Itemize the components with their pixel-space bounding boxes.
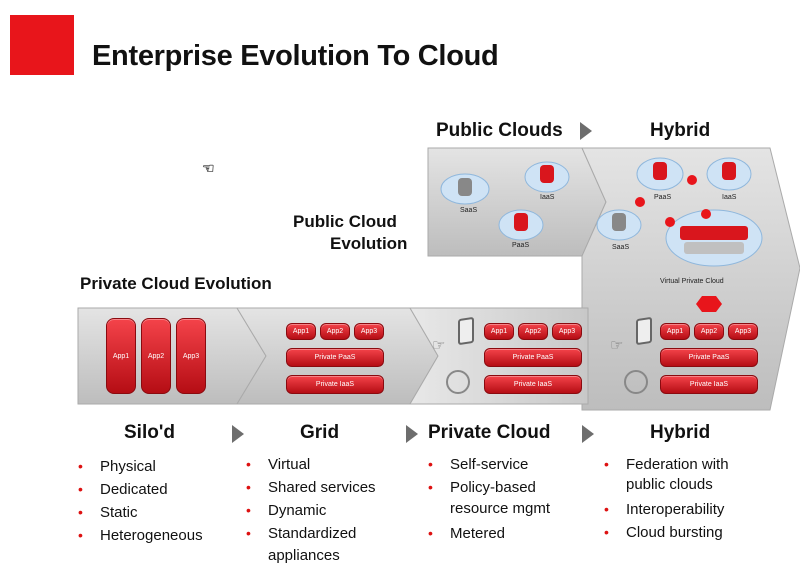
list-item: Standardized [246,522,376,545]
private-cloud-iaas: Private IaaS [484,375,582,394]
stage-hybrid-heading: Hybrid [650,422,711,443]
paas-label: PaaS [512,242,530,249]
arrow-icon [232,425,244,443]
arrow-icon [580,122,592,140]
grid-private-iaas: Private IaaS [286,375,384,394]
hand-pointer-icon: ☞ [432,337,446,354]
grid-bullet-list: Virtual Shared services Dynamic Standard… [246,453,376,545]
private-cloud-bullet-list-2: Metered [428,522,505,545]
list-item: Physical [78,455,203,478]
list-item: Policy-based [428,476,536,499]
virtual-private-cloud-icon [665,209,763,267]
list-item: Metered [428,522,505,545]
hybrid-saas-cloud-icon [596,209,642,241]
private-cloud-paas: Private PaaS [484,348,582,367]
silo-app-2: App2 [141,318,171,394]
connection-dots [635,175,711,227]
grid-bullet-continuation: appliances [268,547,340,564]
grid-app-2: App2 [320,323,350,340]
stage-silod-heading: Silo'd [124,422,175,443]
hybrid-private-iaas: Private IaaS [660,375,758,394]
private-cloud-bullet-list: Self-service Policy-based [428,453,536,499]
grid-app-3: App3 [354,323,384,340]
saas-cloud-icon [440,173,490,205]
hybrid-bullet-list-2: Interoperability Cloud bursting [604,498,724,544]
hybrid-iaas-label: IaaS [722,194,737,201]
list-item: Dynamic [246,499,376,522]
tablet-icon [458,316,474,346]
public-cloud-evolution-line1: Public Cloud [293,212,397,231]
public-clouds-label: Public Clouds [436,120,563,141]
saas-label: SaaS [460,207,478,214]
hybrid-paas-label: PaaS [654,194,672,201]
silod-bullet-list: Physical Dedicated Static Heterogeneous [78,455,203,547]
page-title: Enterprise Evolution To Cloud [92,40,499,72]
brand-logo-square [10,15,74,75]
private-cloud-app-2: App2 [518,323,548,340]
iaas-label: IaaS [540,194,555,201]
hybrid-hand-pointer-icon: ☞ [610,337,624,354]
public-cloud-evolution-line2: Evolution [330,234,408,253]
hybrid-tablet-icon [636,316,652,346]
list-item: Cloud bursting [604,521,724,544]
cursor-icon: ☜ [202,160,215,176]
hybrid-iaas-cloud-icon [706,157,752,191]
hybrid-private-paas: Private PaaS [660,348,758,367]
list-item: Federation with [604,453,729,476]
hybrid-app-2: App2 [694,323,724,340]
hybrid-app-3: App3 [728,323,758,340]
hybrid-clock-icon [624,370,648,394]
hybrid-saas-label: SaaS [612,244,630,251]
paas-cloud-icon [498,209,544,241]
list-item: Dedicated [78,478,203,501]
hexagon-connector-icon [696,296,722,312]
private-cloud-app-1: App1 [484,323,514,340]
list-item: Virtual [246,453,376,476]
list-item: Interoperability [604,498,724,521]
hybrid-bullet-continuation: public clouds [626,476,713,493]
virtual-private-cloud-label: Virtual Private Cloud [660,278,724,285]
silo-app-1: App1 [106,318,136,394]
hybrid-paas-cloud-icon [636,157,684,191]
hybrid-top-label: Hybrid [650,120,711,141]
list-item: Shared services [246,476,376,499]
hybrid-bullet-list: Federation with [604,453,729,476]
private-cloud-evolution-label: Private Cloud Evolution [80,274,272,293]
list-item: Static [78,501,203,524]
silo-app-3: App3 [176,318,206,394]
iaas-cloud-icon [524,161,570,193]
grid-app-1: App1 [286,323,316,340]
private-cloud-bullet-continuation: resource mgmt [450,500,551,517]
stage-grid-heading: Grid [300,422,340,443]
list-item: Self-service [428,453,536,476]
arrow-icon [406,425,418,443]
private-cloud-app-3: App3 [552,323,582,340]
stage-private-cloud-heading: Private Cloud [428,422,551,443]
clock-icon [446,370,470,394]
arrow-icon [582,425,594,443]
hybrid-app-1: App1 [660,323,690,340]
list-item: Heterogeneous [78,524,203,547]
grid-private-paas: Private PaaS [286,348,384,367]
